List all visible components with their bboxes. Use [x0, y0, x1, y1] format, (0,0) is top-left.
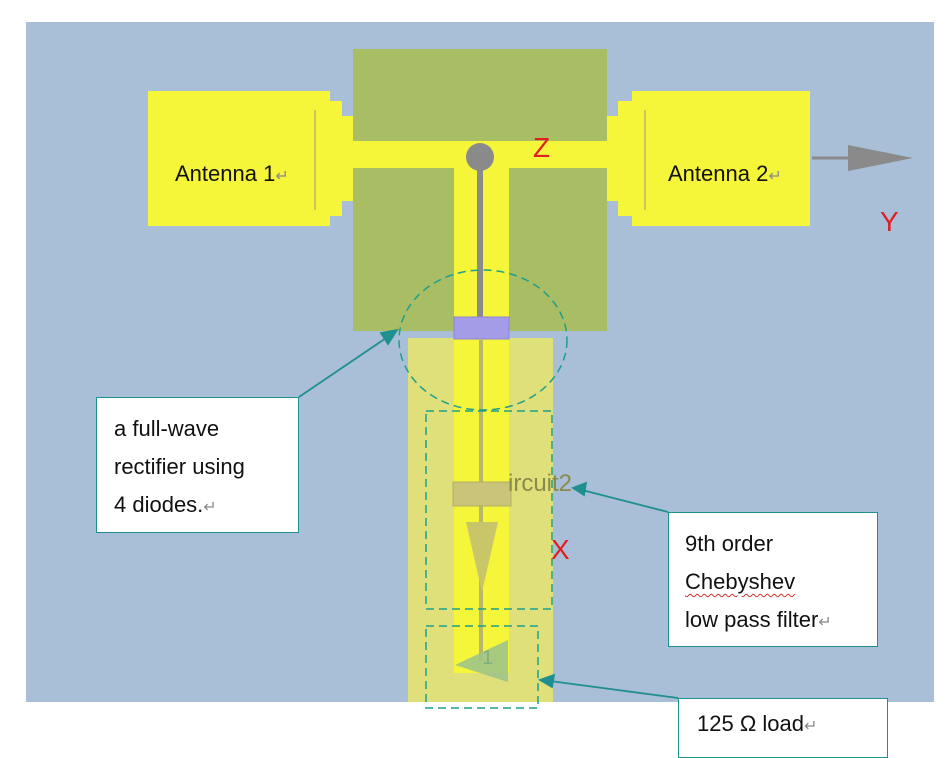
axis-z-label: Z	[533, 132, 550, 163]
load-port-triangle	[455, 640, 508, 682]
ground-plate-right	[509, 168, 607, 331]
filter-callout-line-1: 9th order	[685, 531, 774, 556]
filter-callout-line-2: Chebyshev	[685, 569, 796, 594]
rectifier-callout-line-3: 4 diodes.↵	[114, 492, 217, 517]
load-port-number: 1	[482, 647, 493, 669]
ground-plate-top	[353, 49, 607, 141]
rectifier-highlight-ellipse	[398, 269, 568, 411]
load-callout-line-1: 125 Ω load↵	[697, 711, 818, 736]
y-axis-arrow-head	[848, 145, 913, 171]
filter-callout-line-3: low pass filter↵	[685, 607, 832, 632]
callout-leaders	[298, 328, 679, 699]
axis-x-label: X	[551, 534, 570, 565]
axis-y-label: Y	[880, 206, 899, 237]
antenna-1-label: Antenna 1↵	[175, 161, 289, 186]
antenna-2-patch	[607, 91, 810, 226]
circuit-label: ircuit2	[508, 470, 572, 497]
antenna-2-label: Antenna 2↵	[668, 161, 782, 186]
antenna-1-patch	[148, 91, 353, 226]
rectifier-callout: a full-wave rectifier using 4 diodes.↵	[96, 397, 299, 533]
rectifier-callout-line-2: rectifier using	[114, 454, 245, 479]
filter-stub	[452, 481, 512, 507]
filter-arrow-shape	[466, 522, 498, 592]
probe-head	[466, 143, 494, 171]
diode-block	[453, 316, 510, 340]
filter-callout: 9th order Chebyshev low pass filter↵	[668, 512, 878, 647]
load-highlight-box	[425, 625, 539, 709]
ground-plate-left	[353, 168, 454, 331]
load-callout: 125 Ω load↵	[678, 698, 888, 758]
rectifier-callout-line-1: a full-wave	[114, 416, 220, 441]
filter-highlight-box	[425, 410, 553, 610]
